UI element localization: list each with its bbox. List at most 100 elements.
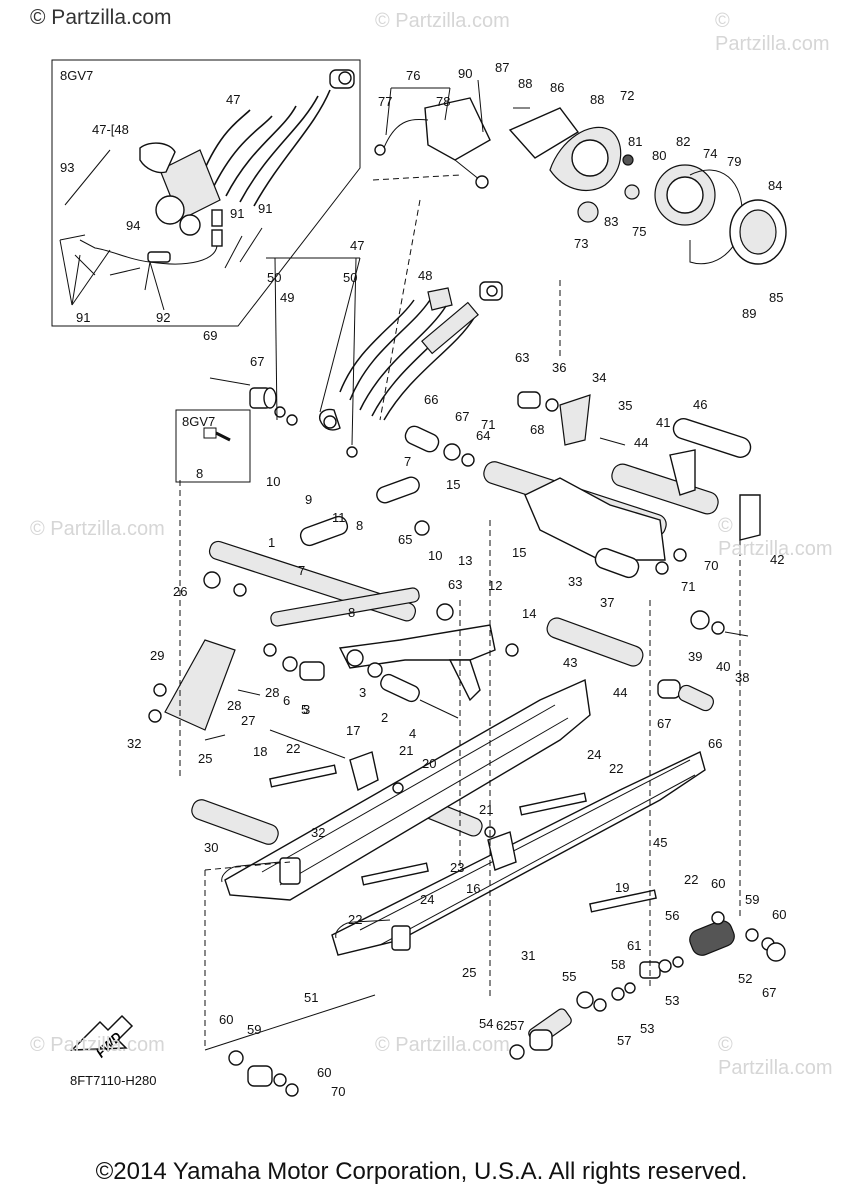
- callout-50: 50: [343, 270, 357, 285]
- callout-82: 82: [676, 134, 690, 149]
- watermark: © Partzilla.com: [375, 1034, 510, 1056]
- callout-42: 42: [770, 552, 784, 567]
- callout-70: 70: [704, 558, 718, 573]
- callout-33: 33: [568, 574, 582, 589]
- callout-63: 63: [448, 577, 462, 592]
- callout-12: 12: [488, 578, 502, 593]
- callout-77: 77: [378, 94, 392, 109]
- callout-44: 44: [613, 685, 627, 700]
- callout-37: 37: [600, 595, 614, 610]
- inset-callout-93: 93: [60, 160, 74, 175]
- callout-20: 20: [422, 756, 436, 771]
- callout-53: 53: [640, 1021, 654, 1036]
- callout-88: 88: [590, 92, 604, 107]
- callout-30: 30: [204, 840, 218, 855]
- bolt-icon: [203, 427, 231, 442]
- callout-46: 46: [693, 397, 707, 412]
- callout-36: 36: [552, 360, 566, 375]
- callout-62: 62: [496, 1018, 510, 1033]
- callout-70: 70: [331, 1084, 345, 1099]
- callout-6: 6: [283, 693, 290, 708]
- callout-34: 34: [592, 370, 606, 385]
- callout-60: 60: [711, 876, 725, 891]
- callout-14: 14: [522, 606, 536, 621]
- watermark: © Partzilla.com: [375, 10, 510, 32]
- callout-68: 68: [530, 422, 544, 437]
- rear-axle-parts: [228, 911, 786, 1097]
- callout-67: 67: [455, 409, 469, 424]
- callout-60: 60: [219, 1012, 233, 1027]
- inset-callout-91a: 91: [230, 206, 244, 221]
- callout-47: 47: [350, 238, 364, 253]
- callout-10: 10: [428, 548, 442, 563]
- callout-19: 19: [615, 880, 629, 895]
- callout-21: 21: [399, 743, 413, 758]
- callout-71: 71: [481, 417, 495, 432]
- leader-lines: [59, 79, 530, 446]
- inset-shock-absorber: [59, 69, 355, 291]
- callout-56: 56: [665, 908, 679, 923]
- idler-bracket: [148, 639, 519, 741]
- callout-15: 15: [446, 477, 460, 492]
- callout-27: 27: [241, 713, 255, 728]
- callout-79: 79: [727, 154, 741, 169]
- callout-67: 67: [657, 716, 671, 731]
- callout-67: 67: [762, 985, 776, 1000]
- callout-45: 45: [653, 835, 667, 850]
- callout-57: 57: [617, 1033, 631, 1048]
- callout-66: 66: [424, 392, 438, 407]
- callout-81: 81: [628, 134, 642, 149]
- callout-48: 48: [418, 268, 432, 283]
- callout-21: 21: [479, 802, 493, 817]
- callout-31: 31: [521, 948, 535, 963]
- callout-39: 39: [688, 649, 702, 664]
- watermark: © Partzilla.com: [718, 1034, 833, 1079]
- callout-28: 28: [227, 698, 241, 713]
- callout-88: 88: [518, 76, 532, 91]
- callout-13: 13: [458, 553, 472, 568]
- callout-74: 74: [703, 146, 717, 161]
- callout-85: 85: [769, 290, 783, 305]
- callout-41: 41: [656, 415, 670, 430]
- callout-32: 32: [127, 736, 141, 751]
- callout-3: 3: [359, 685, 366, 700]
- callout-16: 16: [466, 881, 480, 896]
- callout-22: 22: [348, 912, 362, 927]
- front-arm-assembly: [203, 476, 496, 702]
- callout-5: 5: [301, 702, 308, 717]
- callout-71: 71: [681, 579, 695, 594]
- inset-callout-94: 94: [126, 218, 140, 233]
- callout-73: 73: [574, 236, 588, 251]
- callout-24: 24: [420, 892, 434, 907]
- callout-89: 89: [742, 306, 756, 321]
- callout-52: 52: [738, 971, 752, 986]
- slide-rails: [221, 678, 706, 956]
- callout-59: 59: [745, 892, 759, 907]
- callout-15: 15: [512, 545, 526, 560]
- callout-7: 7: [298, 563, 305, 578]
- callout-2: 2: [381, 710, 388, 725]
- callout-60: 60: [772, 907, 786, 922]
- reference-lines: [179, 174, 741, 1050]
- callout-64: 64: [476, 428, 490, 443]
- callout-61: 61: [627, 938, 641, 953]
- callout-63: 63: [515, 350, 529, 365]
- callout-44: 44: [634, 435, 648, 450]
- callout-66: 66: [708, 736, 722, 751]
- copyright-footer: ©2014 Yamaha Motor Corporation, U.S.A. A…: [95, 1158, 748, 1185]
- callout-8: 8: [356, 518, 363, 533]
- watermark: © Partzilla.com: [715, 10, 830, 55]
- callout-38: 38: [735, 670, 749, 685]
- rear-arm-assembly: [483, 418, 761, 579]
- callout-43: 43: [563, 655, 577, 670]
- callout-1: 1: [268, 535, 275, 550]
- callout-25: 25: [198, 751, 212, 766]
- inset-ref-label: 47-[48: [92, 122, 129, 137]
- callout-7: 7: [404, 454, 411, 469]
- watermark: © Partzilla.com: [30, 1034, 165, 1056]
- callout-53: 53: [665, 993, 679, 1008]
- callout-4: 4: [409, 726, 416, 741]
- callout-67: 67: [250, 354, 264, 369]
